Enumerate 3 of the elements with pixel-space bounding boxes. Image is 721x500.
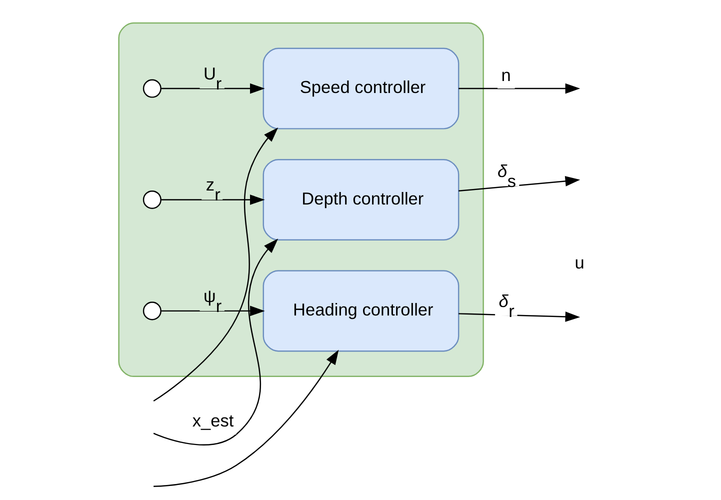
label: u <box>574 252 584 273</box>
edge-label: x_est <box>192 410 234 431</box>
edge-label: n <box>500 64 510 85</box>
